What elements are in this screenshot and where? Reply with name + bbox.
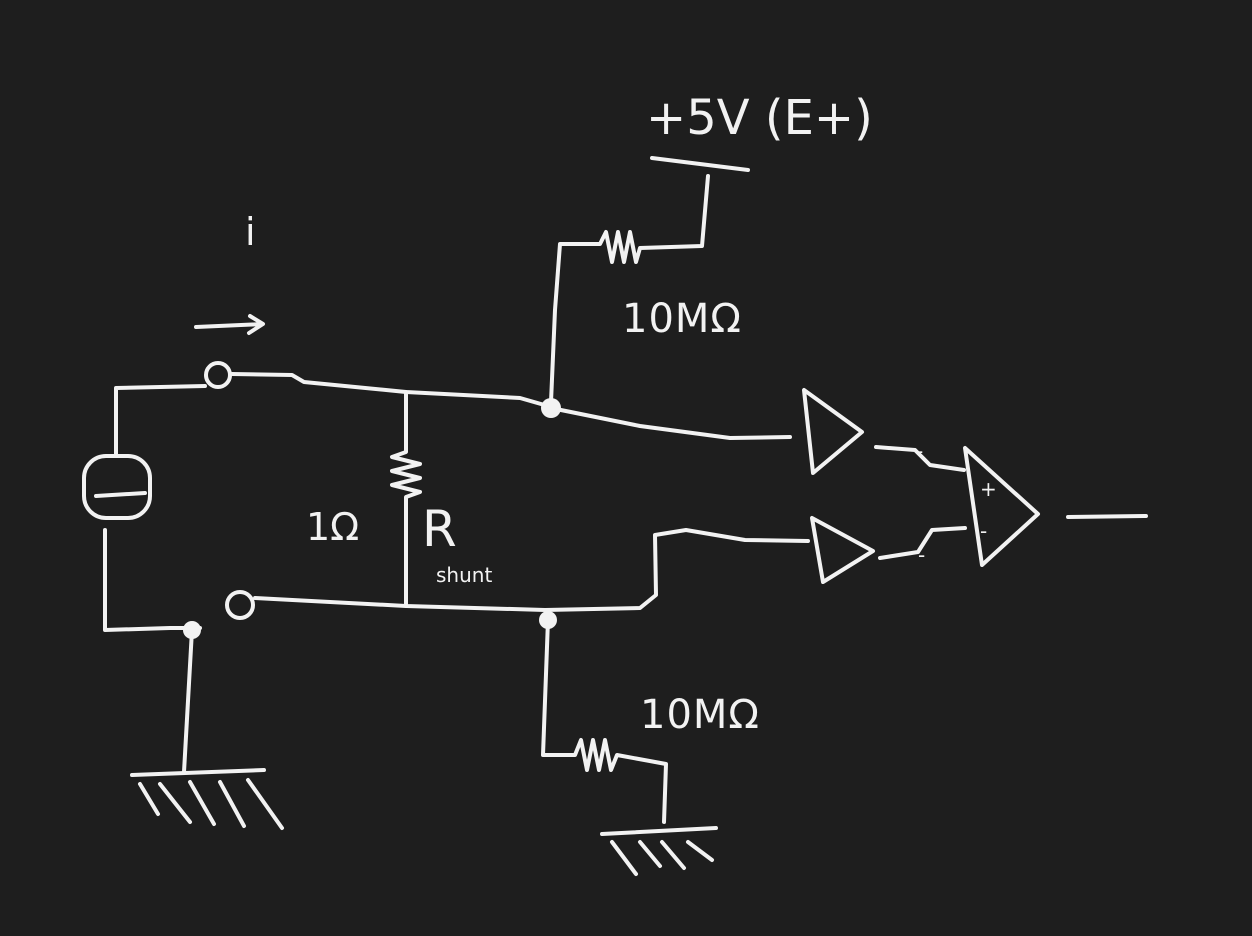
opamp	[963, 446, 1040, 567]
terminal-bottom	[225, 590, 255, 620]
wire-top-main	[230, 372, 550, 408]
supply-label: +5V (E+)	[646, 90, 873, 146]
shunt-subscript-label: shunt	[436, 563, 492, 587]
wire-buffer-bottom-out	[878, 526, 967, 560]
output-line	[1066, 514, 1148, 519]
wire-bottom-main	[253, 528, 810, 612]
buffer-bottom	[810, 516, 875, 584]
opamp-minus-label: -	[980, 519, 987, 543]
buffer-top	[802, 388, 864, 475]
buffer-bottom-output-label: -	[918, 543, 925, 567]
shunt-symbol-label: R	[422, 500, 457, 558]
shunt-resistor	[390, 390, 422, 608]
supply-bar	[650, 156, 750, 172]
wire-to-buffer-top	[549, 406, 792, 440]
pullup-resistor	[549, 174, 710, 404]
voltage-source	[82, 454, 152, 520]
buffer-top-output-label: -	[916, 439, 923, 463]
pulldown-resistor	[541, 618, 668, 824]
wire-source-top	[114, 384, 207, 458]
ground-right	[600, 826, 718, 876]
pullup-value-label: 10MΩ	[622, 296, 742, 342]
wire-buffer-top-out	[874, 445, 966, 472]
terminal-top	[204, 361, 232, 389]
shunt-value-label: 1Ω	[306, 505, 359, 549]
current-label: i	[245, 210, 256, 254]
current-arrow	[194, 314, 265, 335]
wire-source-bottom	[103, 528, 202, 632]
ground-left	[130, 628, 284, 830]
opamp-plus-label: +	[980, 477, 997, 501]
pulldown-value-label: 10MΩ	[640, 692, 760, 738]
